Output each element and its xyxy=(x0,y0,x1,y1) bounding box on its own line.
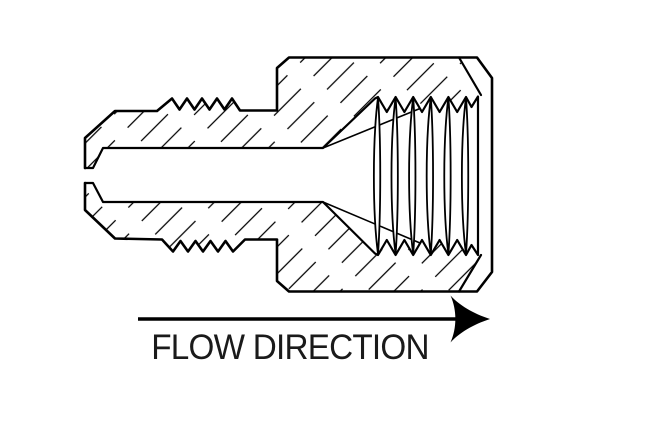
thread-crest xyxy=(408,96,417,255)
outer-silhouette xyxy=(83,56,494,293)
thread-crest xyxy=(460,96,470,255)
thread-crest xyxy=(425,96,434,255)
thread-crest xyxy=(372,96,382,255)
flow-direction-label: FLOW DIRECTION xyxy=(151,328,429,367)
hatched-section-bottom xyxy=(85,183,481,292)
thread-crest xyxy=(390,96,399,255)
chamfer-edge-top-right xyxy=(457,56,483,97)
flow-arrow-icon xyxy=(138,295,490,343)
hatched-section-top xyxy=(85,57,481,168)
thread-runout-line-top xyxy=(322,107,421,149)
bore-outline xyxy=(83,95,480,257)
thread-crest xyxy=(443,96,452,255)
chamfer-edge-bottom-right xyxy=(457,253,483,293)
thread-runout-line-bottom xyxy=(322,201,421,244)
